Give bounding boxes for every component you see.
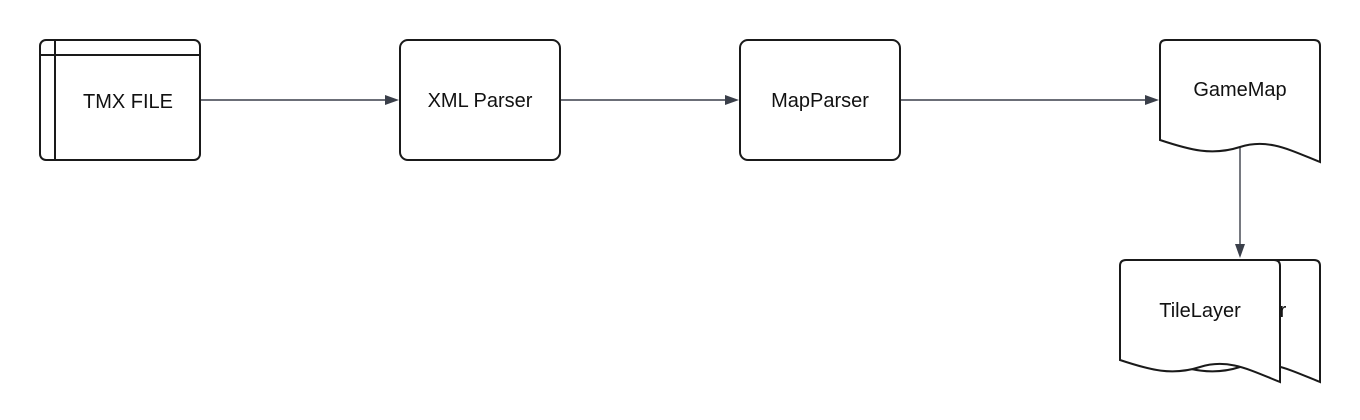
- edge-gamemap-to-tilelayer: [1235, 147, 1245, 258]
- node-tmx-file[interactable]: TMX FILE: [39, 39, 201, 161]
- node-xml-parser[interactable]: XML Parser: [399, 39, 561, 161]
- node-gamemap-label: GameMap: [1193, 79, 1286, 101]
- node-mapparser[interactable]: MapParser: [739, 39, 901, 161]
- node-tmx-file-label: TMX FILE: [83, 91, 173, 113]
- node-tilelayer-label: TileLayer: [1159, 300, 1241, 322]
- node-gamemap[interactable]: GameMap: [1159, 39, 1321, 164]
- node-tilelayer-back-label-fragment: r: [1280, 300, 1287, 322]
- node-tilelayer[interactable]: r TileLayer: [1119, 259, 1321, 384]
- node-mapparser-label: MapParser: [771, 90, 869, 112]
- node-tilelayer-front-page: [1119, 259, 1281, 384]
- edge-mapparser-to-gamemap: [901, 95, 1159, 105]
- edge-xml-parser-to-mapparser: [560, 95, 739, 105]
- node-xml-parser-label: XML Parser: [428, 90, 533, 112]
- edge-tmx-to-xml-parser: [201, 95, 399, 105]
